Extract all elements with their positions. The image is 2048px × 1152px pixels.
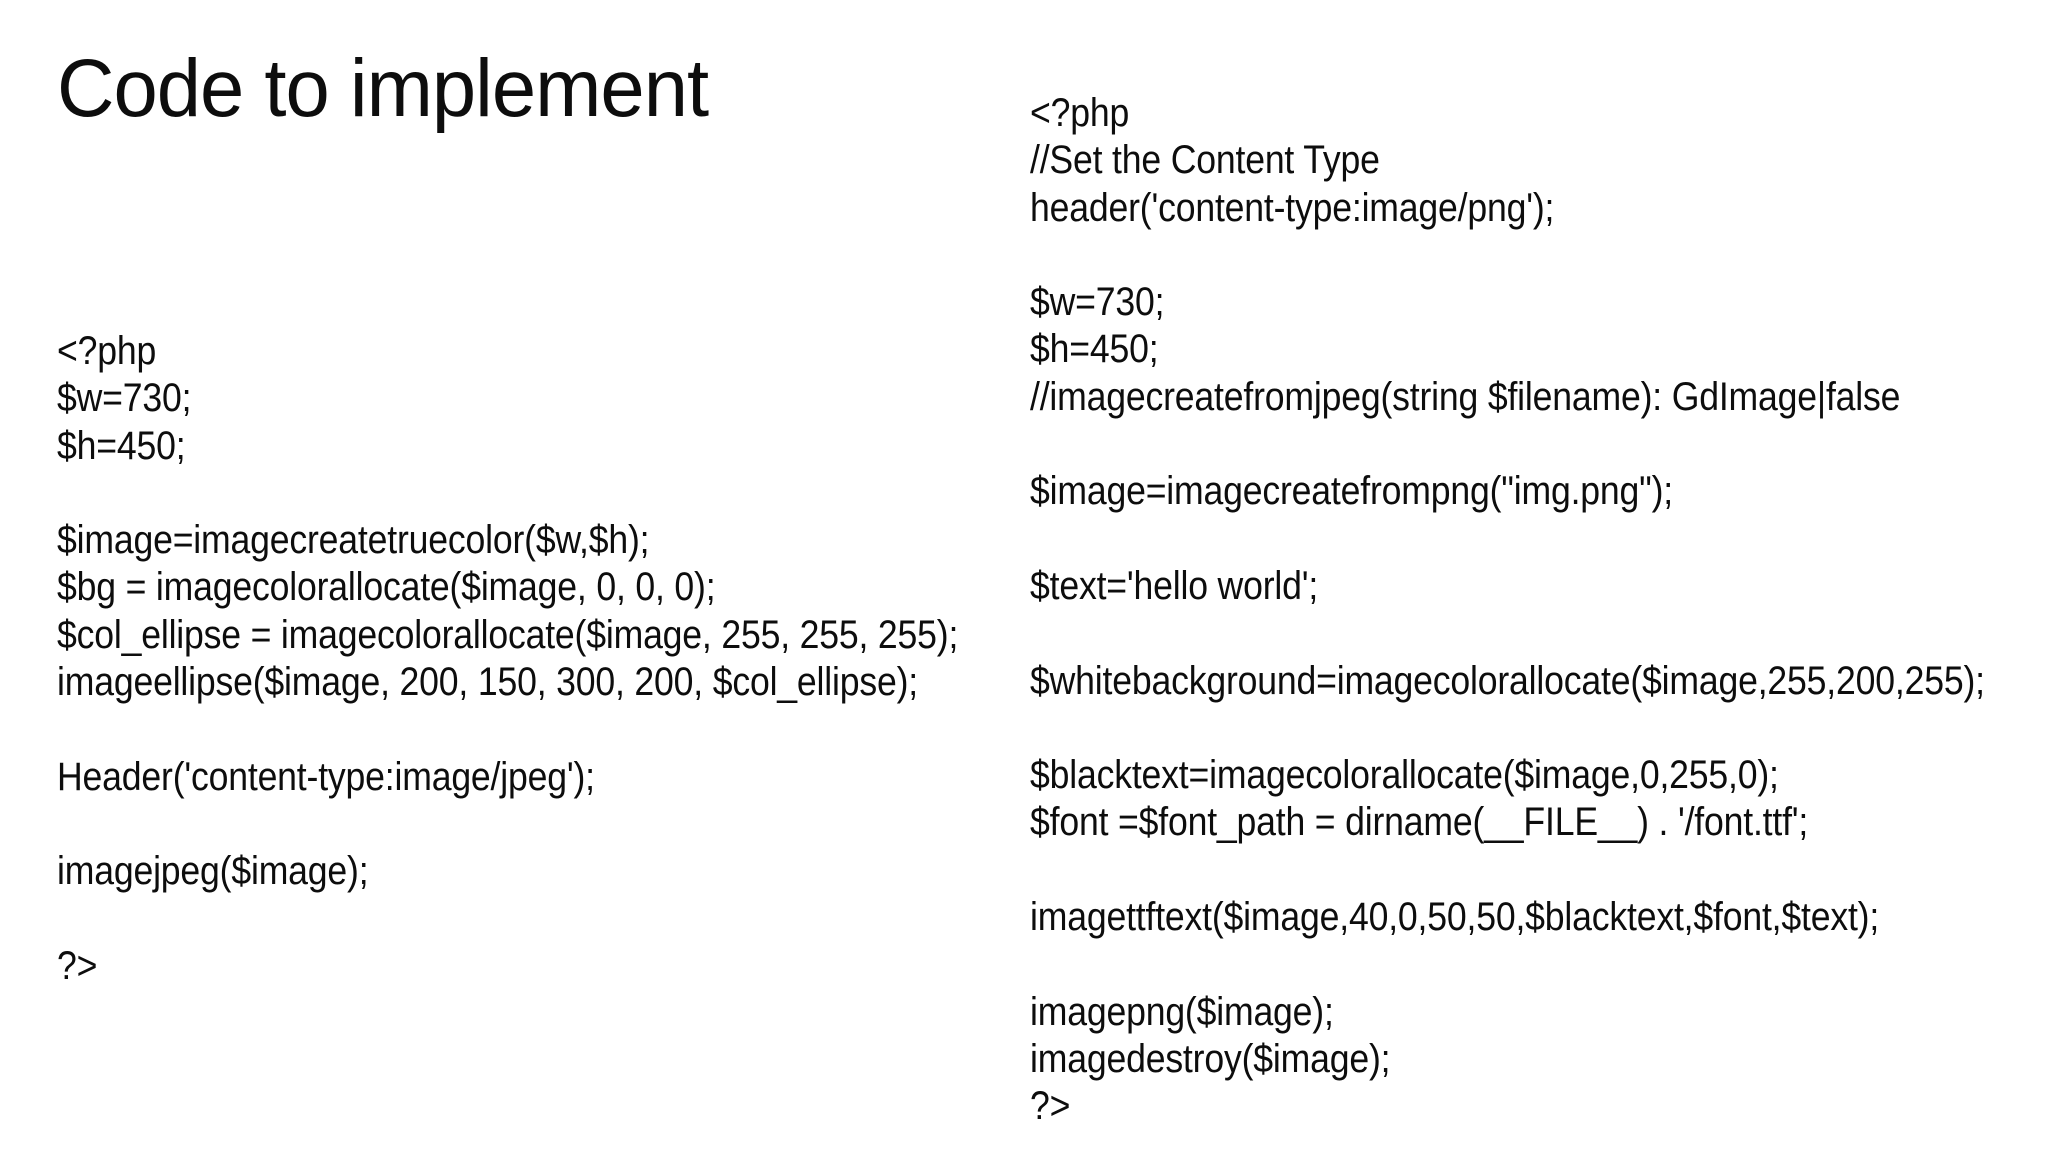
- slide-title: Code to implement: [57, 43, 709, 134]
- code-block-right: <?php //Set the Content Type header('con…: [1030, 91, 1985, 1129]
- code-block-left: <?php $w=730; $h=450; $image=imagecreate…: [57, 329, 959, 988]
